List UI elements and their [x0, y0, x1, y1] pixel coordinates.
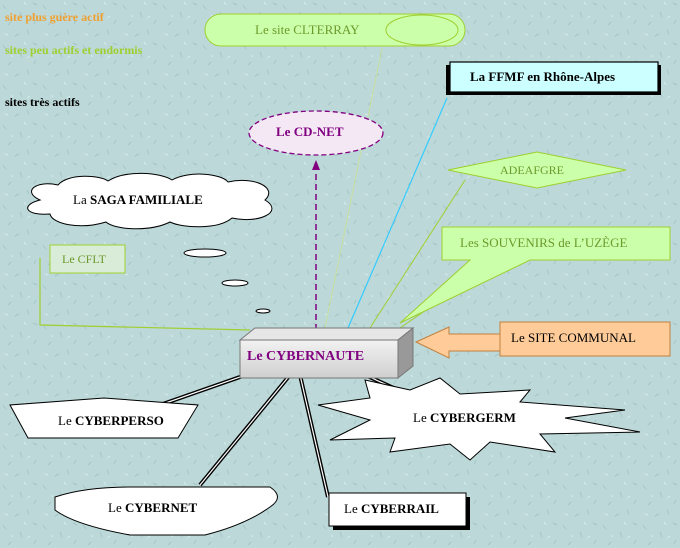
site-communal-node — [414, 321, 671, 359]
saga-label-prefix: La — [73, 192, 90, 207]
cyberrail-node — [328, 492, 470, 530]
cyberrail-label-main: CYBERRAIL — [360, 501, 439, 516]
cyberperso-label-main: CYBERPERSO — [74, 413, 164, 428]
adeafgre-connector — [369, 179, 466, 329]
cdnet-ellipse — [248, 110, 384, 156]
cyberrail-label[interactable]: Le CYBERRAIL — [344, 501, 439, 517]
ffmf-connector — [347, 97, 448, 329]
cyberperso-label[interactable]: Le CYBERPERSO — [58, 413, 164, 429]
clterray-cylinder-end — [385, 14, 459, 46]
site-communal-box — [499, 321, 671, 357]
cyberperso-label-prefix: Le — [58, 413, 75, 428]
legend-inactive: site plus guère actif — [5, 10, 104, 24]
cdnet-label[interactable]: Le CD-NET — [276, 124, 344, 139]
cybernet-connector-inner — [199, 374, 291, 486]
cyberrail-connector-inner — [299, 374, 329, 498]
cdnet-arrowhead — [312, 160, 320, 170]
cybergerm-label-main: CYBERGERM — [429, 410, 516, 425]
saga-label[interactable]: La SAGA FAMILIALE — [73, 192, 203, 208]
center-3d-box — [238, 326, 415, 380]
saga-thought-bubble-2 — [221, 279, 249, 287]
clterray-node — [204, 13, 466, 47]
center-label[interactable]: Le CYBERNAUTE — [247, 349, 365, 364]
site-communal-label[interactable]: Le SITE COMMUNAL — [511, 330, 636, 345]
center-box-front — [239, 339, 399, 379]
legend-dormant: sites peu actifs et endormis — [5, 43, 143, 57]
adeafgre-diamond — [447, 151, 627, 189]
cyberrail-label-prefix: Le — [344, 501, 361, 516]
ffmf-label[interactable]: La FFMF en Rhône-Alpes — [470, 69, 616, 84]
souvenirs-callout — [399, 226, 671, 324]
cybernet-label[interactable]: Le CYBERNET — [108, 500, 197, 516]
ffmf-box — [449, 61, 659, 93]
cybernet-shape — [54, 486, 278, 536]
souvenirs-label[interactable]: Les SOUVENIRS de L’UZÈGE — [460, 235, 628, 250]
cflt-connector — [39, 258, 251, 331]
adeafgre-label[interactable]: ADEAFGRE — [500, 163, 565, 177]
clterray-label[interactable]: Le site CLTERRAY — [255, 22, 360, 37]
cybernet-label-main: CYBERNET — [124, 500, 198, 515]
cflt-label[interactable]: Le CFLT — [62, 252, 106, 266]
clterray-connector — [324, 47, 383, 329]
saga-cloud-shape — [27, 172, 273, 230]
cybergerm-label-prefix: Le — [413, 410, 430, 425]
cyberrail-box — [328, 492, 467, 527]
legend-active: sites très actifs — [5, 95, 80, 109]
saga-label-main: SAGA FAMILIALE — [89, 192, 203, 207]
cyberperso-pentagon — [9, 397, 199, 439]
cybernet-label-prefix: Le — [108, 500, 125, 515]
saga-thought-bubble-1 — [183, 248, 227, 258]
saga-thought-bubble-3 — [255, 308, 271, 314]
saga-cloud — [27, 172, 273, 314]
ffmf-node — [446, 61, 661, 95]
cybergerm-label[interactable]: Le CYBERGERM — [413, 410, 516, 426]
cflt-box — [49, 244, 126, 274]
center-box-top — [238, 327, 415, 341]
cybergerm-burst — [317, 377, 641, 461]
